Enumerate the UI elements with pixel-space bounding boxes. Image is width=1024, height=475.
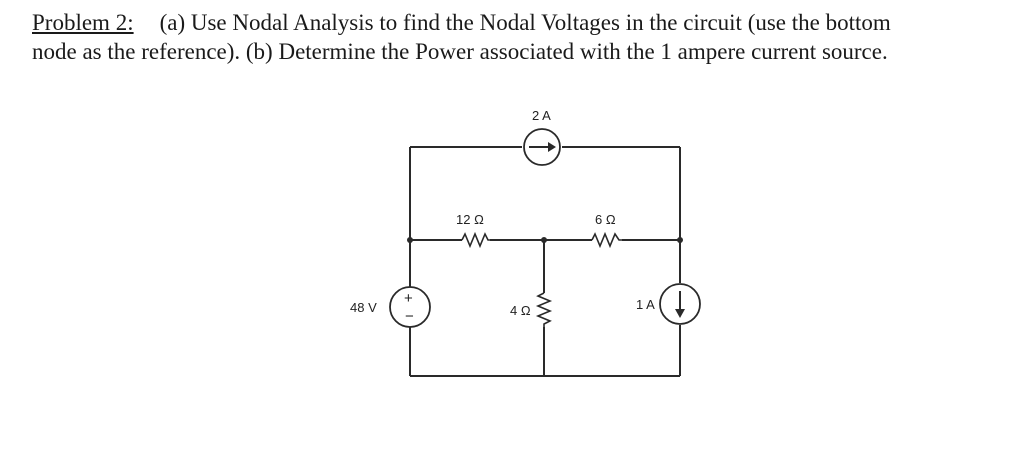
node-middle: [541, 237, 547, 243]
voltage-source-48v: + −: [389, 286, 431, 328]
circuit-wires: [409, 146, 681, 377]
resistor-6ohm-label: 6 Ω: [595, 212, 616, 227]
problem-line-1: Problem 2: (a) Use Nodal Analysis to find…: [32, 8, 1012, 37]
problem-line-2: node as the reference). (b) Determine th…: [32, 39, 888, 64]
node-left: [407, 237, 413, 243]
current-source-2a-label: 2 A: [532, 108, 551, 123]
resistor-12ohm-label: 12 Ω: [456, 212, 484, 227]
current-source-1a: [659, 283, 701, 325]
problem-statement: Problem 2: (a) Use Nodal Analysis to find…: [32, 8, 1012, 66]
resistor-6ohm: [591, 231, 622, 249]
problem-part-a: (a) Use Nodal Analysis to find the Nodal…: [159, 10, 891, 35]
voltage-plus-sign: +: [404, 290, 413, 307]
problem-label: Problem 2:: [32, 10, 134, 35]
voltage-minus-sign: −: [405, 308, 414, 325]
circuit-nodes: [407, 237, 683, 243]
current-source-2a: [523, 128, 561, 166]
current-source-1a-label: 1 A: [636, 297, 655, 312]
voltage-source-48v-label: 48 V: [350, 300, 377, 315]
node-right: [677, 237, 683, 243]
resistor-4ohm-label: 4 Ω: [510, 303, 531, 318]
resistor-4ohm: [535, 292, 553, 327]
resistor-12ohm: [461, 231, 490, 249]
